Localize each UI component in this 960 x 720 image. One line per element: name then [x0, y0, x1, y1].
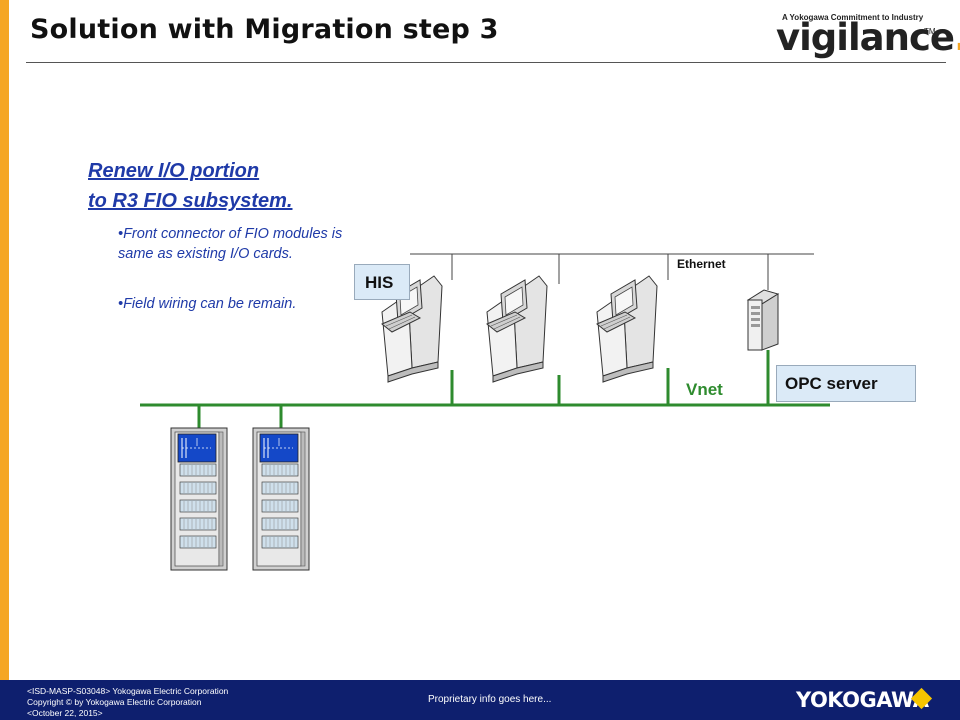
fio-cabinet-1	[170, 427, 228, 571]
heading-line-2: to R3 FIO subsystem.	[88, 190, 293, 212]
yokogawa-logo: YOKOGAWA	[796, 688, 929, 712]
footer-bar	[0, 680, 960, 720]
footer-info: <ISD-MASP-S03048> Yokogawa Electric Corp…	[27, 686, 228, 719]
ethernet-label: Ethernet	[677, 257, 726, 271]
footer-doc-id: <ISD-MASP-S03048> Yokogawa Electric Corp…	[27, 686, 229, 696]
opc-server-icon	[746, 289, 780, 351]
fio-cabinet-2	[252, 427, 310, 571]
opc-server-label: OPC server	[776, 365, 916, 402]
logo-dot: .	[954, 16, 960, 59]
logo-word: vigilance.	[776, 16, 960, 59]
footer-proprietary: Proprietary info goes here...	[428, 694, 552, 705]
logo-word-text: vigilance	[776, 16, 955, 59]
logo-tm: TM	[924, 27, 936, 36]
left-accent-bar	[0, 0, 9, 680]
his-label: HIS	[354, 264, 410, 300]
title-divider	[26, 62, 946, 63]
footer-copyright: Copyright © by Yokogawa Electric Corpora…	[27, 697, 202, 707]
bullet-front-connector: •Front connector of FIO modules is same …	[118, 226, 343, 262]
his-station-2	[486, 275, 548, 383]
vnet-label: Vnet	[686, 380, 723, 399]
page-title: Solution with Migration step 3	[30, 14, 499, 45]
logo-tagline: A Yokogawa Commitment to Industry	[782, 13, 924, 22]
his-station-3	[596, 275, 658, 383]
footer-date: <October 22, 2015>	[27, 708, 103, 718]
bullet-field-wiring: •Field wiring can be remain.	[118, 296, 297, 312]
heading-line-1: Renew I/O portion	[88, 160, 260, 182]
